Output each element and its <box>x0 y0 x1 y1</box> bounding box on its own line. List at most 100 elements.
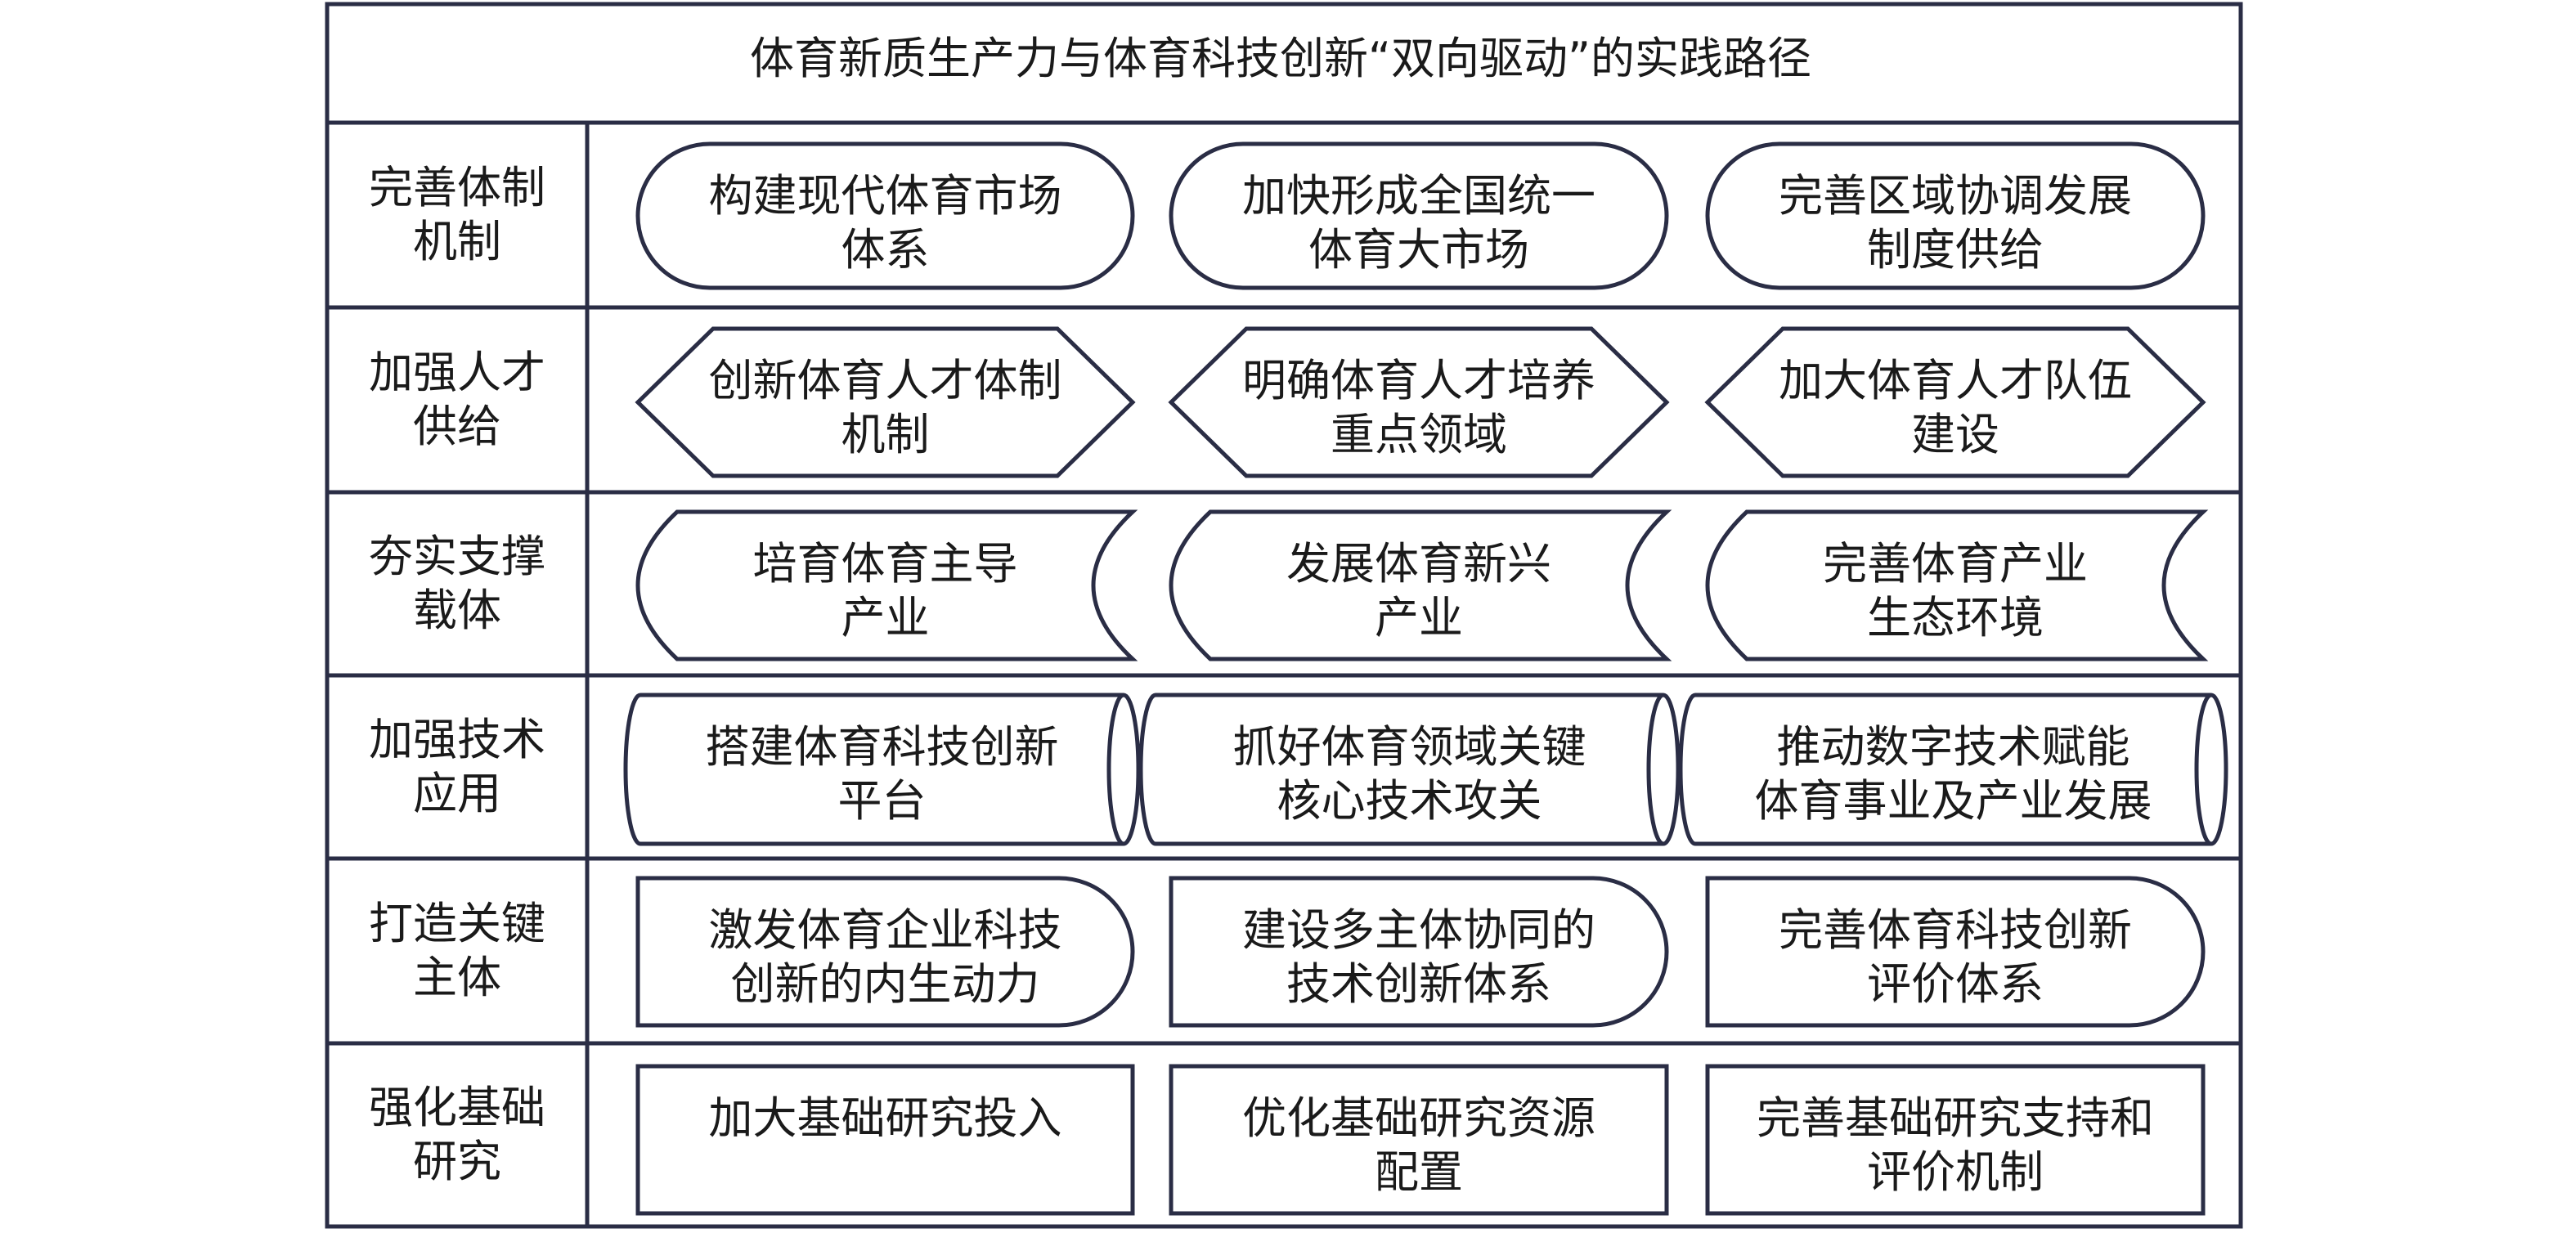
row-label: 夯实支撑载体 <box>369 531 545 636</box>
node-shape <box>1169 1064 1669 1216</box>
row-label-line: 打造关键 <box>369 898 545 949</box>
path-node: 加大体育人才队伍建设 <box>1704 326 2206 478</box>
row-label: 加强人才供给 <box>369 347 545 452</box>
node-text-line: 发展体育新兴 <box>1286 538 1551 590</box>
node-shape <box>1704 326 2206 478</box>
node-text-line: 建设 <box>1911 409 1999 460</box>
row-label-line: 强化基础 <box>369 1082 545 1133</box>
node-shape <box>1705 141 2206 290</box>
node-text: 完善体育科技创新评价体系 <box>1779 904 2132 1010</box>
row-4: 加强技术应用 搭建体育科技创新平台 抓好体育领域关键核心技术攻关 推动数字技术赋能体育… <box>369 693 2228 846</box>
table-frame <box>325 2 2243 1229</box>
node-shape <box>635 876 1135 1028</box>
row-label-line: 加强人才 <box>369 347 545 398</box>
node-shape <box>1169 876 1669 1028</box>
row-label-line: 应用 <box>413 768 501 819</box>
node-text: 抓好体育领域关键核心技术攻关 <box>1233 721 1586 827</box>
path-node: 完善体育科技创新评价体系 <box>1705 876 2206 1028</box>
row-label-line: 机制 <box>413 216 501 267</box>
node-text-line: 建设多主体协同的 <box>1242 904 1595 956</box>
path-node: 完善区域协调发展制度供给 <box>1705 141 2206 290</box>
node-text: 加大基础研究投入 <box>709 1092 1062 1144</box>
node-text: 完善体育产业生态环境 <box>1823 538 2088 643</box>
node-shape <box>635 326 1136 478</box>
node-text-line: 抓好体育领域关键 <box>1233 721 1586 773</box>
node-text: 优化基础研究资源配置 <box>1242 1092 1595 1198</box>
node-text-line: 加大体育人才队伍 <box>1779 355 2132 406</box>
node-text-line: 评价体系 <box>1867 958 2044 1010</box>
node-text: 完善区域协调发展制度供给 <box>1779 170 2132 276</box>
node-text-line: 创新的内生动力 <box>731 958 1040 1010</box>
node-text-line: 培育体育主导 <box>753 538 1018 590</box>
node-shape <box>1705 876 2206 1028</box>
node-shape <box>1169 141 1669 290</box>
node-shape <box>1705 509 2209 661</box>
node-text-line: 评价机制 <box>1867 1146 2044 1198</box>
node-text-line: 重点领域 <box>1331 409 1507 460</box>
node-text-line: 完善体育产业 <box>1823 538 2088 590</box>
row-label-line: 供给 <box>413 401 501 452</box>
node-shape-edge <box>1646 693 1664 846</box>
path-node: 构建现代体育市场体系 <box>635 141 1135 290</box>
node-text-line: 推动数字技术赋能 <box>1777 721 2130 773</box>
node-text-line: 体系 <box>841 224 930 276</box>
row-1: 完善体制机制 构建现代体育市场体系 加快形成全国统一体育大市场 完善区域协调发展制度供… <box>369 141 2206 290</box>
row-2: 加强人才供给 创新体育人才体制机制 明确体育人才培养重点领域 加大体育人才队伍建设 <box>369 326 2206 478</box>
node-text: 发展体育新兴产业 <box>1286 538 1551 643</box>
node-text: 构建现代体育市场体系 <box>709 170 1062 276</box>
node-text-line: 构建现代体育市场 <box>709 170 1062 222</box>
node-text: 完善基础研究支持和评价机制 <box>1757 1092 2154 1198</box>
node-text-line: 生态环境 <box>1867 592 2044 643</box>
node-text-line: 配置 <box>1375 1146 1463 1198</box>
row-label: 完善体制机制 <box>369 162 545 267</box>
node-text-line: 完善区域协调发展 <box>1779 170 2132 222</box>
node-shape <box>1705 1064 2206 1216</box>
node-text-line: 明确体育人才培养 <box>1242 355 1595 406</box>
node-text-line: 优化基础研究资源 <box>1242 1092 1595 1144</box>
path-node: 完善基础研究支持和评价机制 <box>1705 1064 2206 1216</box>
diagram-rows: 完善体制机制 构建现代体育市场体系 加快形成全国统一体育大市场 完善区域协调发展制度供… <box>369 141 2228 1216</box>
node-shape <box>635 509 1138 661</box>
node-shape-edge <box>1106 693 1124 846</box>
row-label-line: 研究 <box>413 1136 501 1187</box>
path-node: 培育体育主导产业 <box>635 509 1138 661</box>
node-shape <box>635 1064 1135 1216</box>
node-text: 加大体育人才队伍建设 <box>1779 355 2132 460</box>
path-node: 加大基础研究投入 <box>635 1064 1135 1216</box>
row-label-line: 加强技术 <box>369 714 545 765</box>
node-text-line: 产业 <box>841 592 930 643</box>
node-text-line: 完善基础研究支持和 <box>1757 1092 2154 1144</box>
path-node: 发展体育新兴产业 <box>1169 509 1672 661</box>
path-node: 抓好体育领域关键核心技术攻关 <box>1138 693 1681 846</box>
node-shape <box>635 141 1135 290</box>
node-text-line: 体育事业及产业发展 <box>1755 775 2152 827</box>
node-text-line: 加大基础研究投入 <box>709 1092 1062 1144</box>
node-shape <box>1168 326 1670 478</box>
node-text-line: 机制 <box>841 409 930 460</box>
row-label: 强化基础研究 <box>369 1082 545 1187</box>
node-text-line: 搭建体育科技创新 <box>706 721 1059 773</box>
node-text: 培育体育主导产业 <box>753 538 1018 643</box>
path-node: 建设多主体协同的技术创新体系 <box>1169 876 1669 1028</box>
node-shape-edge <box>2194 693 2212 846</box>
node-text: 建设多主体协同的技术创新体系 <box>1242 904 1595 1010</box>
node-text-line: 制度供给 <box>1867 224 2044 276</box>
path-node: 搭建体育科技创新平台 <box>623 693 1141 846</box>
node-text-line: 产业 <box>1375 592 1463 643</box>
node-text-line: 创新体育人才体制 <box>709 355 1062 406</box>
node-text: 激发体育企业科技创新的内生动力 <box>709 904 1062 1010</box>
node-text-line: 体育大市场 <box>1308 224 1529 276</box>
row-label: 加强技术应用 <box>369 714 545 819</box>
node-text: 搭建体育科技创新平台 <box>706 721 1059 827</box>
path-node: 创新体育人才体制机制 <box>635 326 1136 478</box>
row-label-line: 夯实支撑 <box>369 531 545 582</box>
row-label-line: 载体 <box>413 585 501 636</box>
node-text-line: 激发体育企业科技 <box>709 904 1062 956</box>
row-5: 打造关键主体激发体育企业科技创新的内生动力建设多主体协同的技术创新体系完善体育科… <box>369 876 2206 1028</box>
node-text: 创新体育人才体制机制 <box>709 355 1062 460</box>
path-node: 完善体育产业生态环境 <box>1705 509 2209 661</box>
node-text-line: 核心技术攻关 <box>1277 775 1542 827</box>
node-text-line: 加快形成全国统一 <box>1242 170 1595 222</box>
